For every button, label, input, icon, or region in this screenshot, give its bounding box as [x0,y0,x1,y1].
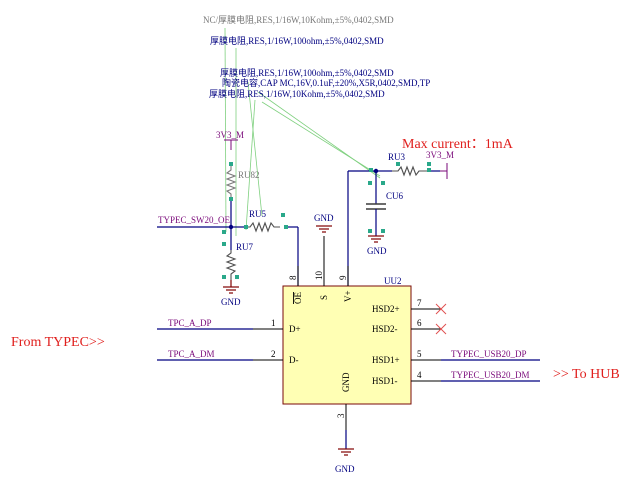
ground-symbol [223,280,239,294]
resistor-ru7 [225,250,237,280]
note-from-typec: From TYPEC>> [11,335,105,350]
net-typec-usb20-dp: TYPEC_USB20_DP [451,349,527,359]
designator-ru3: RU3 [388,152,406,162]
net-typec-usb20-dm: TYPEC_USB20_DM [451,370,530,380]
pin-number-7: 7 [417,298,422,308]
annotation-resistor-100ohm-a: 厚膜电阻,RES,1/16W,100ohm,±5%,0402,SMD [210,35,384,46]
pin-name-vplus: V+ [343,290,353,302]
power-port-3v3-left [224,139,238,150]
no-connect-mark [435,323,447,335]
net-3v3-left: 3V3_M [216,130,244,140]
capacitor-cu6 [366,203,386,210]
annotation-resistor-10k: 厚膜电阻,RES,1/16W,10Kohm,±5%,0402,SMD [209,88,385,99]
pin-number-10: 10 [314,271,324,281]
pin-pad [281,213,285,217]
net-tpc-a-dp: TPC_A_DP [168,318,212,328]
ground-symbol [368,235,384,243]
pin-name-hsd1p: HSD1+ [372,355,400,365]
designator-uu2: UU2 [384,276,402,286]
ground-label: GND [221,297,241,307]
no-connect-mark [435,303,447,315]
resistor-ru5 [245,221,280,233]
pin-pad [381,181,385,185]
pin-name-dminus: D- [289,355,299,365]
pin-number-5: 5 [417,349,422,359]
pin-pad [229,197,233,201]
pin-pad [427,162,431,166]
resistor-ru82 [225,165,237,198]
annotation-capacitor: 陶瓷电容,CAP MC,16V,0.1uF,±20%,X5R,0402,SMD,… [222,77,430,88]
designator-ru82: RU82 [238,170,260,180]
pin-name-oe: OE [293,292,303,304]
pin-name-hsd1m: HSD1- [372,376,398,386]
pin-pad [235,275,239,279]
power-port-3v3-right [440,163,448,179]
pin-name-gnd: GND [341,372,351,392]
pin-pad [244,225,248,229]
pin-pad [222,230,226,234]
pin-pad [222,275,226,279]
designator-ru5: RU5 [249,209,267,219]
pin-pad [369,168,373,172]
designator-ru7: RU7 [236,242,254,252]
pin-name-hsd2p: HSD2+ [372,304,400,314]
net-tpc-a-dm: TPC_A_DM [168,349,215,359]
pin-pad [222,242,226,246]
pin-pad [284,225,288,229]
designator-cu6: CU6 [386,191,404,201]
pin-number-9: 9 [338,275,348,280]
annotation-resistor-100ohm-b: 厚膜电阻,RES,1/16W,100ohm,±5%,0402,SMD [220,67,394,78]
ground-label: GND [314,213,334,223]
pin-pad [427,168,431,172]
pin-name-hsd2m: HSD2- [372,324,398,334]
annotation-nc-resistor: NC/厚膜电阻,RES,1/16W,10Kohm,±5%,0402,SMD [203,14,394,25]
net-typec-sw20-oe: TYPEC_SW20_OE [158,215,231,225]
pin-number-4: 4 [417,370,422,380]
pin-pad [368,229,372,233]
net-3v3-right: 3V3_M [426,150,454,160]
note-to-hub: >> To HUB [553,367,620,382]
annotation-leaders [224,27,381,236]
pin-number-3: 3 [336,413,346,418]
pin-number-6: 6 [417,318,422,328]
pin-pad [381,229,385,233]
pin-pad [368,181,372,185]
ic-uu2-body [282,285,412,405]
ground-symbol [338,448,354,456]
pin-name-s: S [319,295,329,300]
note-max-current: Max current：1mA [402,137,514,152]
pin-pad [229,162,233,166]
ground-label: GND [335,464,355,474]
pin-name-dplus: D+ [289,324,301,334]
pin-number-2: 2 [271,349,276,359]
pin-number-8: 8 [288,275,298,280]
pin-pad [396,162,400,166]
ground-symbol [316,225,332,233]
ground-label: GND [367,246,387,256]
resistor-ru3 [392,165,428,177]
pin-number-1: 1 [271,318,276,328]
